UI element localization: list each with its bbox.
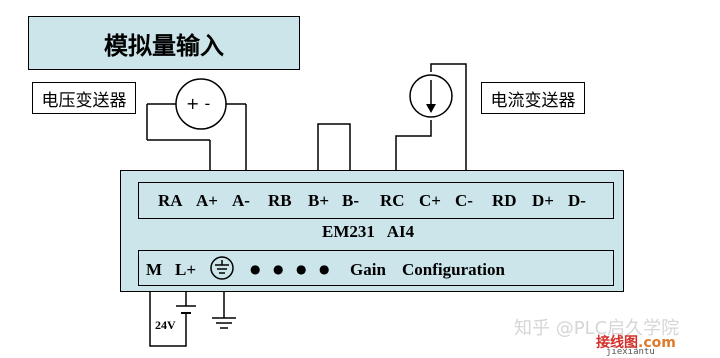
terminal-d-minusplus: D+ <box>532 191 554 210</box>
current-arrow-head <box>426 104 436 113</box>
terminal-b-minusplus: B+ <box>308 191 330 210</box>
wire-B-short <box>317 123 351 170</box>
title-box: 模拟量输入 <box>28 16 300 70</box>
voltage-transmitter-label: 电压变送器 <box>32 82 136 114</box>
terminal-rb: RB <box>268 191 292 210</box>
input-terminal-strip <box>138 182 614 219</box>
terminal-c-minusplus: C+ <box>419 191 441 210</box>
wire-current-to-C-plus <box>395 120 432 170</box>
terminal-d-minus: D- <box>568 191 586 210</box>
voltage-source-circle <box>175 78 227 130</box>
diagram-title: 模拟量输入 <box>104 31 224 60</box>
logo-url: jiexiantu <box>606 347 655 357</box>
logo-text: 接线图 <box>596 335 638 351</box>
terminal-rd: RD <box>492 191 517 210</box>
terminal-ra: RA <box>158 191 183 210</box>
terminal-b-minus: B- <box>342 191 359 210</box>
voltage-source-symbol: + - <box>186 94 211 113</box>
configuration-label: Configuration <box>402 260 505 279</box>
terminal-M: M <box>146 260 163 279</box>
power-terminal-strip <box>138 250 614 286</box>
watermark: 知乎 @PLC启久学院 <box>514 318 680 339</box>
terminal-c-minus: C- <box>455 191 473 210</box>
terminal-a-minus: A- <box>232 191 250 210</box>
terminal-L-plus: L+ <box>175 260 197 279</box>
terminal-dots: ● ● ● ● <box>250 262 330 276</box>
logo-suffix: .com <box>638 335 676 351</box>
wire-supply-loop <box>149 292 187 347</box>
terminal-rc: RC <box>380 191 405 210</box>
site-logo: 接线图.com <box>596 332 676 352</box>
module-name: EM231 AI4 <box>322 222 415 241</box>
current-transmitter-label: 电流变送器 <box>481 82 585 114</box>
gain-label: Gain <box>350 260 386 279</box>
supply-voltage-label: 24V <box>155 318 176 332</box>
terminal-a-minusplus: A+ <box>196 191 218 210</box>
wire-current-to-C-minus <box>430 63 467 170</box>
